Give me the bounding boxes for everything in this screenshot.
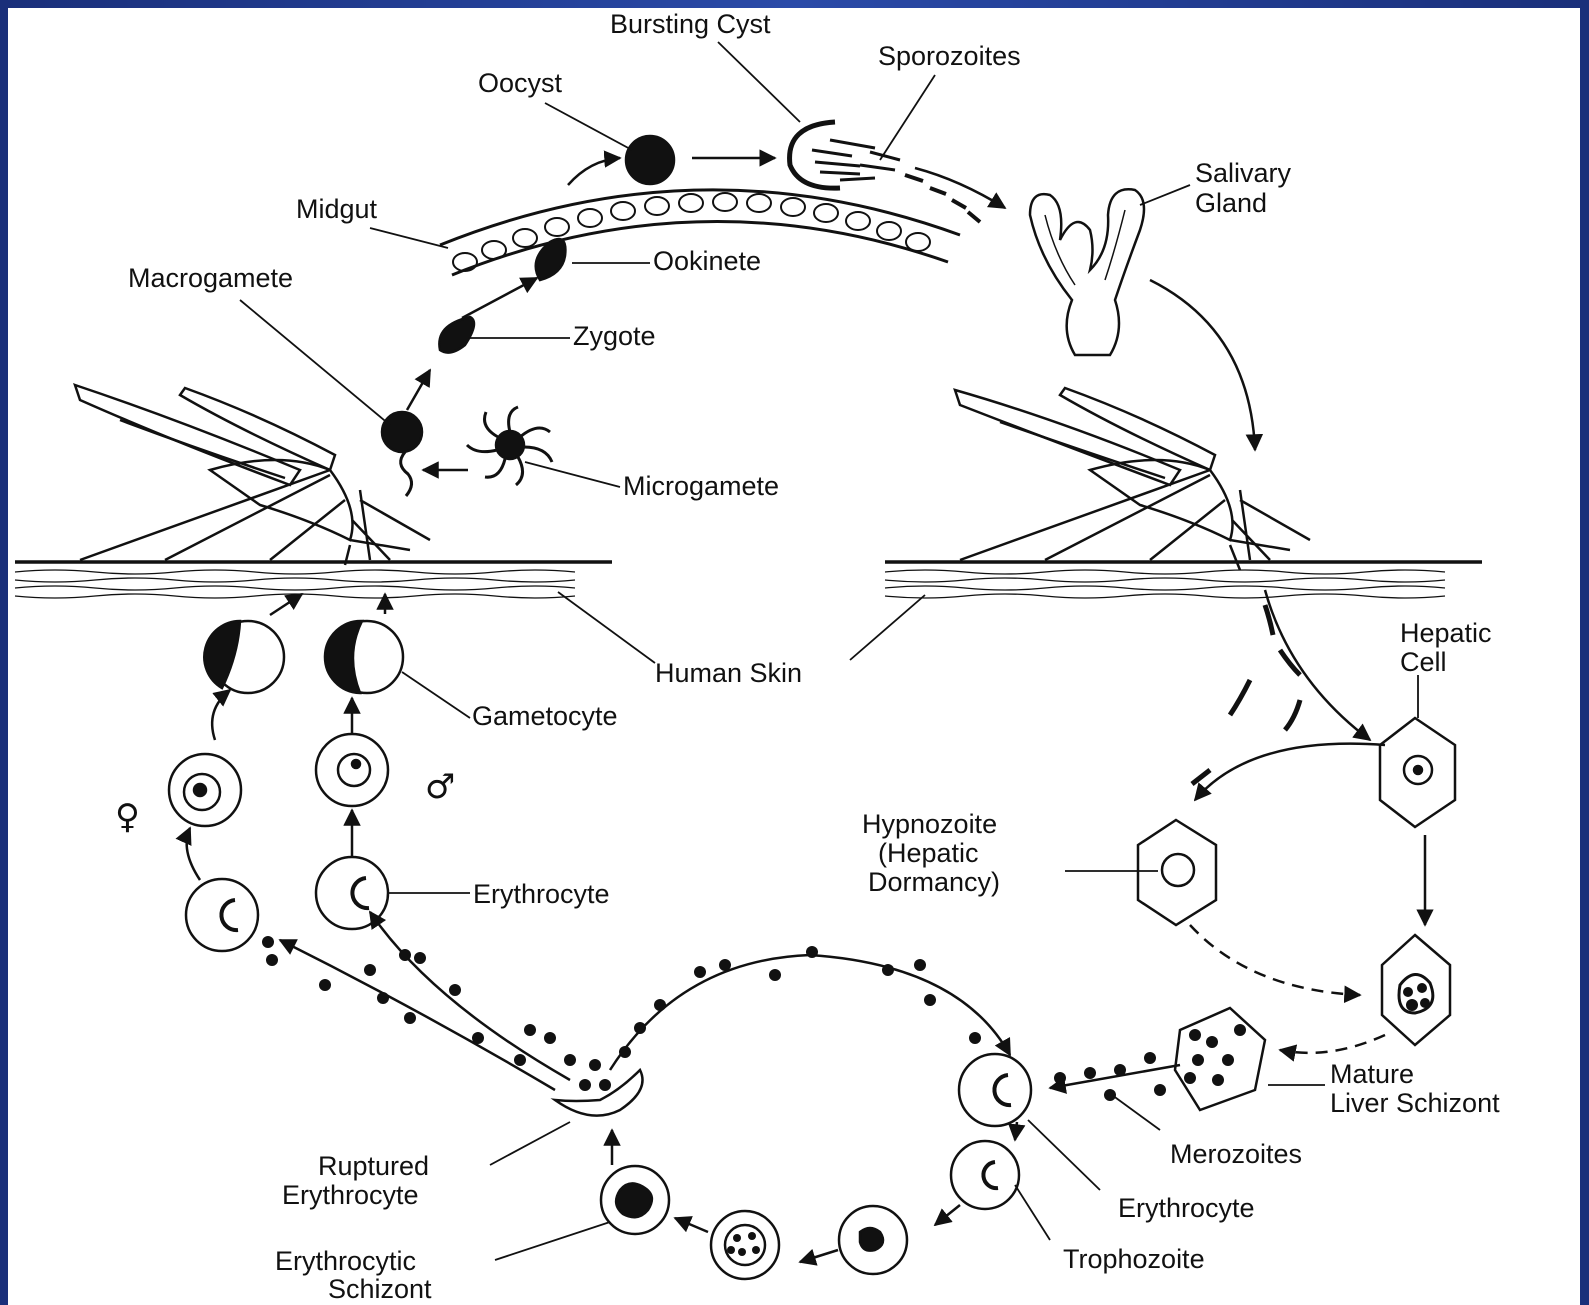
- developing-liver-schizont-icon: [1382, 935, 1450, 1045]
- label-gland: Gland: [1195, 188, 1267, 218]
- gametocyte-male-icon: [325, 621, 403, 693]
- label-macrogamete: Macrogamete: [128, 263, 293, 293]
- label-salivary: Salivary: [1195, 158, 1292, 188]
- label-sporozoites: Sporozoites: [878, 41, 1021, 71]
- mosquito-right-icon: [955, 388, 1310, 570]
- male-symbol: ♂: [425, 767, 455, 807]
- label-midgut: Midgut: [296, 194, 378, 224]
- ruptured-erythrocyte-icon: [555, 1070, 643, 1116]
- zygote-icon: [439, 317, 474, 353]
- microgamete-icon: [467, 407, 552, 485]
- label-cell: Cell: [1400, 647, 1447, 677]
- label-merozoites: Merozoites: [1170, 1139, 1302, 1169]
- human-skin-left: [15, 562, 612, 598]
- label-erythrocyte-right: Erythrocyte: [1118, 1193, 1255, 1223]
- label-human-skin: Human Skin: [655, 658, 802, 688]
- label-ruptured: Ruptured: [318, 1151, 429, 1181]
- human-skin-right: [885, 562, 1482, 598]
- female-symbol: ♀: [115, 797, 140, 837]
- label-erythrocytic: Erythrocytic: [275, 1246, 416, 1276]
- hypnozoite-icon: [1138, 820, 1216, 925]
- salivary-gland-icon: [1030, 189, 1144, 355]
- hepatic-cell-icon: [1380, 718, 1455, 827]
- erythrocyte-dividing-icon: [711, 1211, 779, 1279]
- label-ookinete: Ookinete: [653, 246, 761, 276]
- label-liver-schizont: Liver Schizont: [1330, 1088, 1500, 1118]
- label-gametocyte: Gametocyte: [472, 701, 618, 731]
- label-schizont: Schizont: [328, 1274, 432, 1304]
- label-microgamete: Microgamete: [623, 471, 779, 501]
- label-zygote: Zygote: [573, 321, 656, 351]
- gametocyte-female-icon: [204, 621, 284, 693]
- mature-liver-schizont-icon: [1175, 1008, 1265, 1110]
- label-mature: Mature: [1330, 1059, 1414, 1089]
- label-hepatic-paren: (Hepatic: [878, 838, 979, 868]
- label-hypnozoite: Hypnozoite: [862, 809, 997, 839]
- label-ruptured-erythrocyte: Erythrocyte: [282, 1180, 419, 1210]
- label-oocyst: Oocyst: [478, 68, 563, 98]
- erythrocyte-male-stage-icon: [316, 734, 388, 806]
- label-dormancy: Dormancy): [868, 867, 1000, 897]
- label-hepatic: Hepatic: [1400, 618, 1492, 648]
- label-erythrocyte-left: Erythrocyte: [473, 879, 610, 909]
- mosquito-left-icon: [75, 385, 430, 565]
- label-bursting-cyst: Bursting Cyst: [610, 9, 771, 39]
- label-trophozoite: Trophozoite: [1063, 1244, 1205, 1274]
- macrogamete-icon: [382, 412, 422, 496]
- oocyst-icon: [626, 136, 674, 184]
